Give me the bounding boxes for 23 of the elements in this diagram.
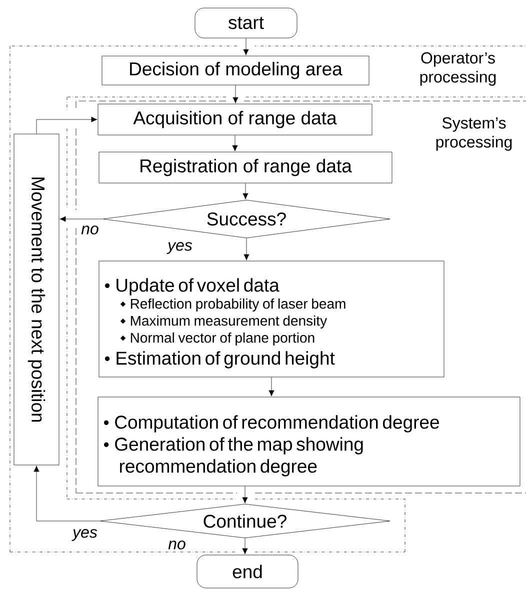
arrow — [232, 135, 238, 152]
edge-label: no — [80, 224, 100, 236]
arrow — [60, 216, 103, 222]
terminal-box: end — [196, 554, 298, 588]
process-box: Acquisition of range data — [98, 104, 372, 136]
process-box: Decision of modeling area — [102, 56, 370, 86]
arrow — [242, 486, 248, 504]
process-box: Movement to the next position — [14, 134, 60, 466]
edge-label: yes — [72, 528, 98, 542]
process-box: Computation of recommendation degree Generation of the map showing recommendation degree — [98, 396, 520, 486]
arrow — [232, 85, 238, 104]
process-box: Registration of range data — [98, 152, 392, 184]
arrow — [34, 466, 100, 522]
arrow — [243, 38, 249, 56]
arrow — [244, 238, 250, 260]
process-box: Update of voxel data Reflection probability of laser beam Maximum measurement density Normal vector of plane portion Estimation of ground height — [98, 260, 444, 378]
arrow — [242, 538, 248, 554]
arrow — [268, 377, 274, 396]
terminal-box: start — [194, 8, 298, 38]
arrow — [242, 183, 248, 200]
arrow — [36, 116, 98, 134]
edge-label: yes — [166, 241, 194, 255]
edge-label: no — [167, 540, 187, 550]
